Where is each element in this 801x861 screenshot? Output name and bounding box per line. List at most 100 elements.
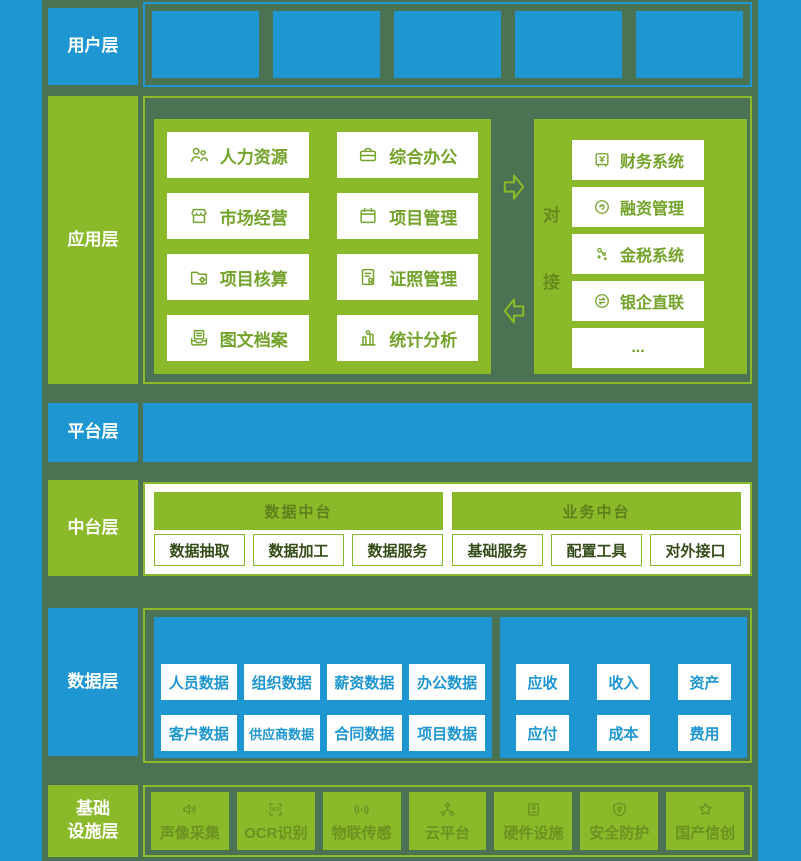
external-systems-panel: 对 接 财务系统 融资管理 金税系统 银企直联: [534, 119, 747, 374]
data-item: 费用: [678, 715, 731, 751]
app-module-label: 市场经营: [219, 208, 288, 228]
user-box: [152, 11, 259, 78]
data-item: 合同数据: [326, 715, 403, 751]
data-item: 资产: [678, 664, 731, 700]
data-item: 收入: [597, 664, 650, 700]
infra-item-label: 物联传感: [331, 824, 392, 842]
infra-item: OCR OCR识别: [236, 792, 315, 850]
user-box: [636, 11, 743, 78]
app-module: 项目核算: [167, 254, 309, 300]
data-item: 供应商数据: [243, 715, 320, 751]
middle-item: 基础服务: [452, 534, 543, 566]
shield-icon: [610, 800, 629, 819]
connector-char: 接: [543, 273, 560, 292]
data-item: 项目数据: [409, 715, 485, 751]
certificate-icon: [357, 266, 379, 288]
data-item: 成本: [597, 715, 650, 751]
data-item: 办公数据: [409, 664, 485, 700]
finance-data-panel: 应收 收入 资产 应付 成本 费用: [500, 617, 747, 758]
middle-item: 数据服务: [352, 534, 443, 566]
people-icon: [188, 144, 210, 166]
external-systems-list: 财务系统 融资管理 金税系统 银企直联 ...: [572, 140, 704, 368]
archive-icon: [188, 327, 210, 349]
data-item: 应收: [516, 664, 569, 700]
layer-label-data-text: 数据层: [67, 671, 119, 691]
layer-label-app-text: 应用层: [67, 229, 119, 249]
app-layer-panel: 人力资源 综合办公 市场经营 项目管理 项目核算 证照管理: [143, 96, 752, 384]
data-item: 组织数据: [243, 664, 320, 700]
external-system-label: ...: [631, 339, 645, 356]
middle-item: 对外接口: [650, 534, 741, 566]
layer-label-app: 应用层: [48, 96, 138, 384]
infra-item: 国产信创: [666, 792, 745, 850]
platform-layer-bar: [143, 403, 752, 462]
infra-item-label: 国产信创: [675, 824, 736, 842]
app-module-label: 项目管理: [389, 208, 458, 228]
external-system-label: 金税系统: [619, 248, 684, 265]
user-box: [515, 11, 622, 78]
speaker-icon: [180, 800, 199, 819]
tax-dots-icon: [592, 244, 612, 264]
app-module: 证照管理: [336, 254, 478, 300]
group-header: 数据中台: [154, 492, 443, 530]
layer-label-infra-line1: 基础: [76, 799, 110, 819]
app-module: 人力资源: [167, 132, 309, 178]
connector-text: 对 接: [543, 201, 560, 293]
infra-item-label: OCR识别: [244, 824, 308, 842]
infra-layer-panel: 声像采集 OCR OCR识别 物联传感 云平台 硬件设施 安全防护 国产信创: [143, 785, 752, 857]
layer-label-platform-text: 平台层: [67, 422, 119, 442]
infra-item: 物联传感: [322, 792, 401, 850]
accounting-icon: [188, 266, 210, 288]
app-module-label: 统计分析: [389, 330, 458, 350]
business-middle-group: 业务中台 基础服务 配置工具 对外接口: [452, 492, 741, 566]
data-middle-group: 数据中台 数据抽取 数据加工 数据服务: [154, 492, 443, 566]
app-modules-panel: 人力资源 综合办公 市场经营 项目管理 项目核算 证照管理: [154, 119, 491, 374]
infra-item-label: 硬件设施: [503, 824, 564, 842]
middle-item: 数据加工: [253, 534, 344, 566]
data-item: 应付: [516, 715, 569, 751]
layer-label-infra: 基础 设施层: [48, 785, 138, 857]
ocr-icon: OCR: [266, 800, 285, 819]
infra-item-label: 安全防护: [589, 824, 650, 842]
app-module: 综合办公: [336, 132, 478, 178]
connector-char: 对: [543, 206, 560, 225]
infra-item-label: 云平台: [425, 824, 471, 842]
layer-label-platform: 平台层: [48, 403, 138, 462]
group-items: 数据抽取 数据加工 数据服务: [154, 534, 443, 566]
infra-item-label: 声像采集: [159, 824, 220, 842]
finance-safe-icon: [592, 150, 612, 170]
star-icon: [696, 800, 715, 819]
external-system-label: 银企直联: [619, 295, 684, 312]
app-module: 统计分析: [336, 315, 478, 361]
user-box: [394, 11, 501, 78]
layer-label-middle: 中台层: [48, 480, 138, 576]
external-system: 银企直联: [572, 281, 704, 321]
middle-item: 数据抽取: [154, 534, 245, 566]
group-items: 基础服务 配置工具 对外接口: [452, 534, 741, 566]
data-layer-panel: 人员数据 组织数据 薪资数据 办公数据 客户数据 供应商数据 合同数据 项目数据…: [143, 608, 752, 763]
data-item: 人员数据: [161, 664, 237, 700]
external-system: 融资管理: [572, 187, 704, 227]
office-icon: [357, 144, 379, 166]
app-module-label: 图文档案: [219, 330, 288, 350]
external-system: 财务系统: [572, 140, 704, 180]
arrow-right-icon: [502, 172, 526, 202]
app-module-label: 综合办公: [389, 147, 458, 167]
layer-label-user-text: 用户层: [67, 36, 119, 56]
data-item: 薪资数据: [326, 664, 403, 700]
middle-item: 配置工具: [551, 534, 642, 566]
signal-icon: [352, 800, 371, 819]
hardware-icon: [524, 800, 543, 819]
external-system: 金税系统: [572, 234, 704, 274]
cloud-icon: [438, 800, 457, 819]
coin-icon: [592, 197, 612, 217]
business-data-grid: 人员数据 组织数据 薪资数据 办公数据 客户数据 供应商数据 合同数据 项目数据: [161, 664, 485, 751]
infra-item: 安全防护: [580, 792, 659, 850]
market-icon: [188, 205, 210, 227]
external-system: ...: [572, 328, 704, 368]
user-box: [273, 11, 380, 78]
app-module: 市场经营: [167, 193, 309, 239]
finance-data-grid: 应收 收入 资产 应付 成本 费用: [516, 664, 731, 751]
app-module-label: 证照管理: [389, 269, 458, 289]
